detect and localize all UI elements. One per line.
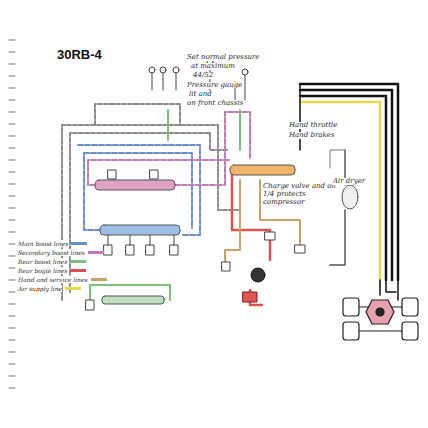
legend-swatch bbox=[91, 278, 107, 281]
legend-swatch bbox=[70, 269, 86, 272]
legend-text: Hand and service lines bbox=[18, 276, 88, 283]
legend-swatch bbox=[65, 287, 81, 290]
legend-row: Rear bogie lines bbox=[18, 267, 86, 274]
legend-row: Rear boost lines bbox=[18, 258, 86, 265]
handwritten-note: Pressure gauge bbox=[186, 82, 243, 89]
legend-swatch bbox=[88, 251, 104, 254]
legend-text: Main boost lines bbox=[18, 240, 68, 247]
diagram-title: 30RB-4 bbox=[56, 48, 103, 62]
handwritten-note: Hand brakes bbox=[288, 132, 335, 139]
legend-text: Rear boost lines bbox=[18, 258, 67, 265]
legend-row: Main boost lines bbox=[18, 240, 87, 247]
handwritten-note: 1/4 protects bbox=[262, 191, 307, 198]
handwritten-note: compressor bbox=[262, 199, 306, 206]
handwritten-note: Charge valve and oil bbox=[262, 183, 337, 190]
legend-row: Hand and service lines bbox=[18, 276, 107, 283]
handwritten-note: Hand throttle bbox=[288, 122, 338, 129]
legend-swatch bbox=[71, 242, 87, 245]
handwritten-note: 44/52 bbox=[192, 72, 214, 79]
legend-text: Air supply line bbox=[18, 285, 62, 292]
handwritten-note: Air dryer bbox=[332, 178, 366, 185]
handwritten-note: lit and bbox=[188, 91, 213, 98]
legend-row: Air supply line bbox=[18, 285, 81, 292]
legend-row: Secondary boost lines bbox=[18, 249, 104, 256]
legend-text: Rear bogie lines bbox=[18, 267, 67, 274]
legend-text: Secondary boost lines bbox=[18, 249, 85, 256]
legend-swatch bbox=[70, 260, 86, 263]
handwritten-note: Set normal pressure bbox=[186, 54, 260, 61]
handwritten-note: at maximum bbox=[190, 63, 236, 70]
handwritten-note: on front chassis bbox=[186, 100, 244, 107]
